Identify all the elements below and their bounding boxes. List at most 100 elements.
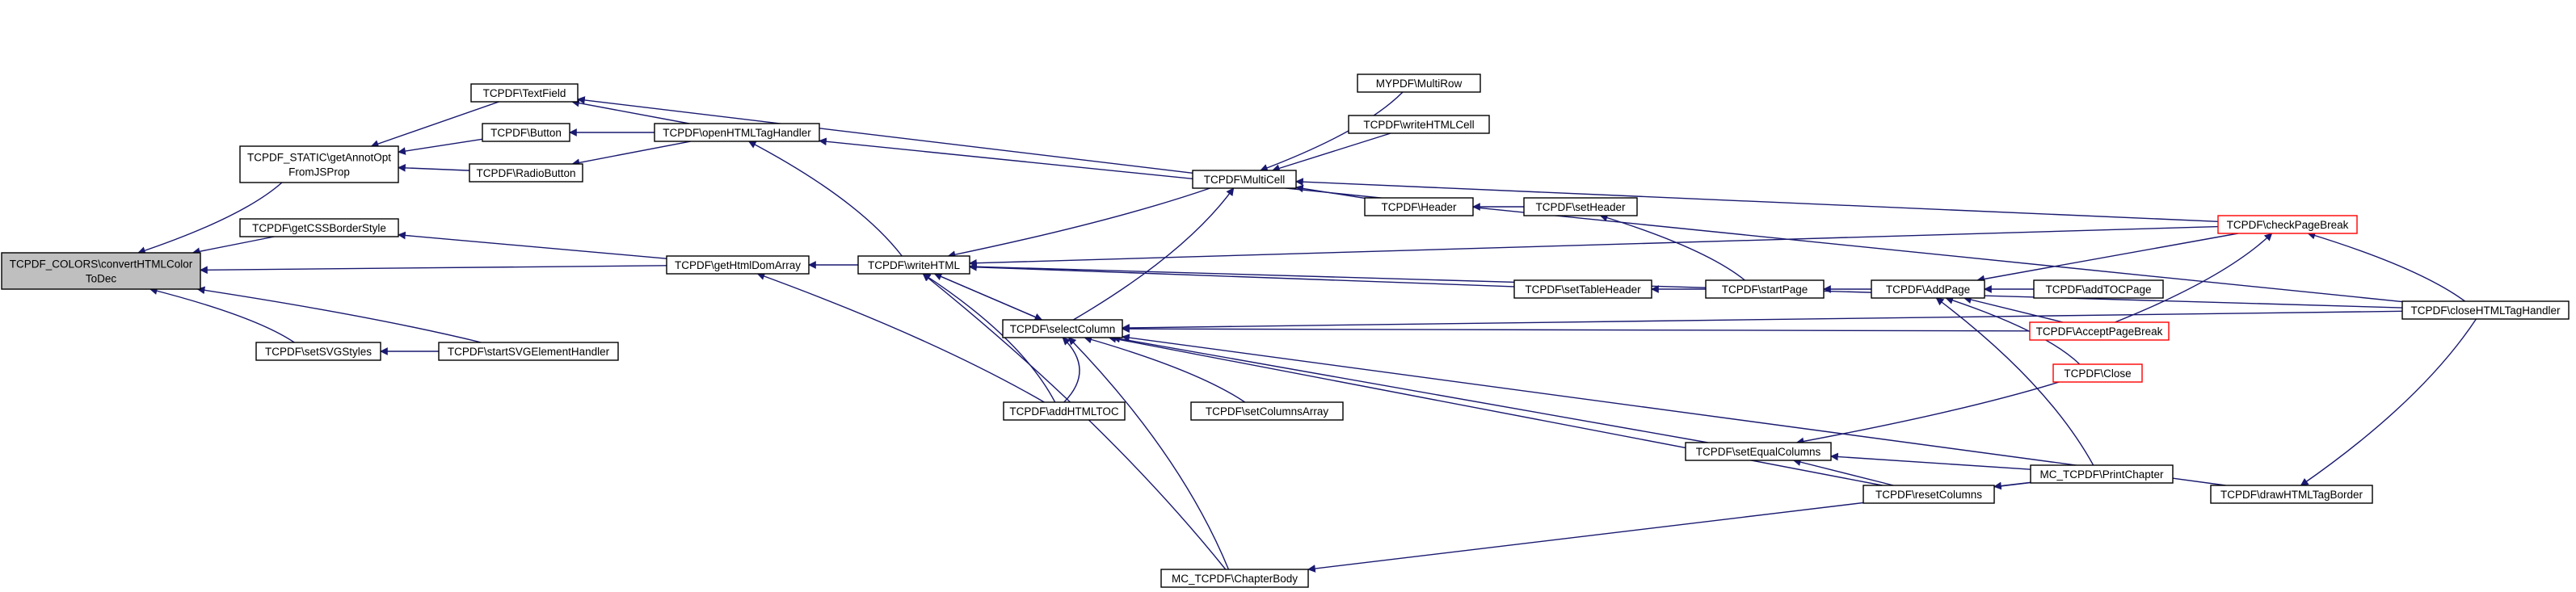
edge-openhtml-to-textfield bbox=[571, 99, 690, 124]
node-resetcolumns[interactable]: TCPDF\resetColumns bbox=[1863, 485, 1995, 504]
node-box[interactable] bbox=[1160, 569, 1309, 588]
node-setcolumnsarray[interactable]: TCPDF\setColumnsArray bbox=[1190, 401, 1344, 421]
node-button[interactable]: TCPDF\Button bbox=[482, 123, 570, 142]
node-label: TCPDF_STATIC\getAnnotOpt bbox=[247, 152, 391, 164]
node-box[interactable] bbox=[1348, 115, 1490, 134]
node-addhtmltoc[interactable]: TCPDF\addHTMLTOC bbox=[1003, 401, 1126, 421]
edge-chapterbody-to-writehtml bbox=[922, 273, 1227, 570]
node-label: TCPDF\setColumnsArray bbox=[1206, 405, 1329, 418]
node-box[interactable] bbox=[482, 123, 570, 142]
node-label: TCPDF\selectColumn bbox=[1010, 323, 1116, 335]
node-writehtmlcell[interactable]: TCPDF\writeHTMLCell bbox=[1348, 115, 1490, 134]
node-box[interactable] bbox=[255, 342, 381, 361]
node-header[interactable]: TCPDF\Header bbox=[1364, 197, 1474, 216]
node-label: TCPDF\startSVGElementHandler bbox=[448, 346, 610, 358]
node-label: FromJSProp bbox=[288, 166, 350, 178]
edge-selectcolumn-to-multicell bbox=[1073, 187, 1235, 321]
node-box[interactable] bbox=[1, 252, 201, 290]
edge-acceptpagebreak-to-selectcolumn bbox=[1122, 325, 2031, 334]
edge-setsvg-to-root bbox=[149, 287, 295, 343]
node-label: TCPDF\getCSSBorderStyle bbox=[252, 222, 386, 234]
node-label: TCPDF\Header bbox=[1381, 201, 1457, 213]
node-close[interactable]: TCPDF\Close bbox=[2052, 363, 2143, 383]
node-addpage[interactable]: TCPDF\AddPage bbox=[1871, 279, 1985, 299]
node-box[interactable] bbox=[239, 145, 399, 183]
edge-drawhtmlborder-to-selectcolumn bbox=[1122, 334, 2226, 486]
node-textfield[interactable]: TCPDF\TextField bbox=[470, 83, 579, 103]
node-box[interactable] bbox=[1705, 279, 1825, 299]
edge-multicell-to-textfield bbox=[577, 96, 1193, 174]
node-chapterbody[interactable]: MC_TCPDF\ChapterBody bbox=[1160, 569, 1309, 588]
node-box[interactable] bbox=[2401, 300, 2570, 320]
node-multicell[interactable]: TCPDF\MultiCell bbox=[1192, 170, 1297, 189]
node-box[interactable] bbox=[2029, 321, 2170, 341]
node-box[interactable] bbox=[1192, 170, 1297, 189]
edge-addhtmltoc-to-gethtmldom bbox=[756, 272, 1045, 403]
node-setequalcolumns[interactable]: TCPDF\setEqualColumns bbox=[1685, 442, 1832, 461]
edge-acceptpagebreak-to-checkpagebreak bbox=[2115, 233, 2273, 323]
node-label: ToDec bbox=[86, 273, 117, 285]
node-drawhtmlborder[interactable]: TCPDF\drawHTMLTagBorder bbox=[2210, 485, 2373, 504]
node-box[interactable] bbox=[2210, 485, 2373, 504]
node-addtocpage[interactable]: TCPDF\addTOCPage bbox=[2033, 279, 2164, 299]
edge-header-to-multicell bbox=[1295, 184, 1366, 199]
node-box[interactable] bbox=[1003, 401, 1126, 421]
node-checkpagebreak[interactable]: TCPDF\checkPageBreak bbox=[2217, 215, 2358, 234]
node-label: TCPDF\writeHTMLCell bbox=[1363, 119, 1474, 131]
edge-addhtmltoc-to-selectcolumn bbox=[1062, 337, 1080, 403]
node-multirow[interactable]: MYPDF\MultiRow bbox=[1357, 73, 1481, 93]
node-acceptpagebreak[interactable]: TCPDF\AcceptPageBreak bbox=[2029, 321, 2170, 341]
node-box[interactable] bbox=[2052, 363, 2143, 383]
edge-close-to-setequalcolumns bbox=[1795, 381, 2060, 446]
edge-closehtml-to-selectcolumn bbox=[1122, 310, 2403, 332]
node-closehtml[interactable]: TCPDF\closeHTMLTagHandler bbox=[2401, 300, 2570, 320]
node-label: MC_TCPDF\PrintChapter bbox=[2039, 468, 2164, 481]
node-box[interactable] bbox=[469, 163, 583, 183]
node-box[interactable] bbox=[438, 342, 619, 361]
node-box[interactable] bbox=[1190, 401, 1344, 421]
node-printchapter[interactable]: MC_TCPDF\PrintChapter bbox=[2030, 464, 2174, 484]
node-box[interactable] bbox=[1523, 197, 1638, 216]
edge-setequalcolumns-to-selectcolumn bbox=[1112, 334, 1708, 443]
node-selectcolumn[interactable]: TCPDF\selectColumn bbox=[1002, 319, 1123, 338]
node-box[interactable] bbox=[1364, 197, 1474, 216]
node-box[interactable] bbox=[1002, 319, 1123, 338]
node-setheader[interactable]: TCPDF\setHeader bbox=[1523, 197, 1638, 216]
node-box[interactable] bbox=[1863, 485, 1995, 504]
node-label: TCPDF\Button bbox=[490, 127, 562, 139]
edge-closehtml-to-drawhtmlborder bbox=[2300, 318, 2477, 486]
node-box[interactable] bbox=[1357, 73, 1481, 93]
node-box[interactable] bbox=[2030, 464, 2174, 484]
node-box[interactable] bbox=[1513, 279, 1652, 299]
node-radiobutton[interactable]: TCPDF\RadioButton bbox=[469, 163, 583, 183]
node-openhtml[interactable]: TCPDF\openHTMLTagHandler bbox=[654, 123, 820, 142]
node-label: TCPDF\AddPage bbox=[1886, 283, 1970, 296]
node-gethtmldom[interactable]: TCPDF\getHtmlDomArray bbox=[666, 255, 810, 275]
edge-resetcolumns-to-setequalcolumns bbox=[1792, 458, 1894, 486]
node-setsvg[interactable]: TCPDF\setSVGStyles bbox=[255, 342, 381, 361]
node-label: MC_TCPDF\ChapterBody bbox=[1172, 573, 1298, 585]
node-box[interactable] bbox=[239, 218, 399, 237]
node-box[interactable] bbox=[1685, 442, 1832, 461]
node-box[interactable] bbox=[2217, 215, 2358, 234]
edge-multirow-to-multicell bbox=[1260, 91, 1404, 172]
node-getcss[interactable]: TCPDF\getCSSBorderStyle bbox=[239, 218, 399, 237]
node-box[interactable] bbox=[857, 255, 970, 275]
node-label: TCPDF\TextField bbox=[483, 87, 566, 99]
node-startpage[interactable]: TCPDF\startPage bbox=[1705, 279, 1825, 299]
node-box[interactable] bbox=[654, 123, 820, 142]
edge-closehtml-to-writehtml bbox=[969, 262, 2403, 309]
node-settableheader[interactable]: TCPDF\setTableHeader bbox=[1513, 279, 1652, 299]
node-box[interactable] bbox=[2033, 279, 2164, 299]
edge-layer bbox=[137, 91, 2477, 573]
node-box[interactable] bbox=[1871, 279, 1985, 299]
node-box[interactable] bbox=[666, 255, 810, 275]
node-startsvg[interactable]: TCPDF\startSVGElementHandler bbox=[438, 342, 619, 361]
node-box[interactable] bbox=[470, 83, 579, 103]
edge-writehtml-to-selectcolumn bbox=[934, 273, 1043, 321]
node-label: TCPDF\addHTMLTOC bbox=[1009, 405, 1119, 418]
node-writehtml[interactable]: TCPDF\writeHTML bbox=[857, 255, 970, 275]
